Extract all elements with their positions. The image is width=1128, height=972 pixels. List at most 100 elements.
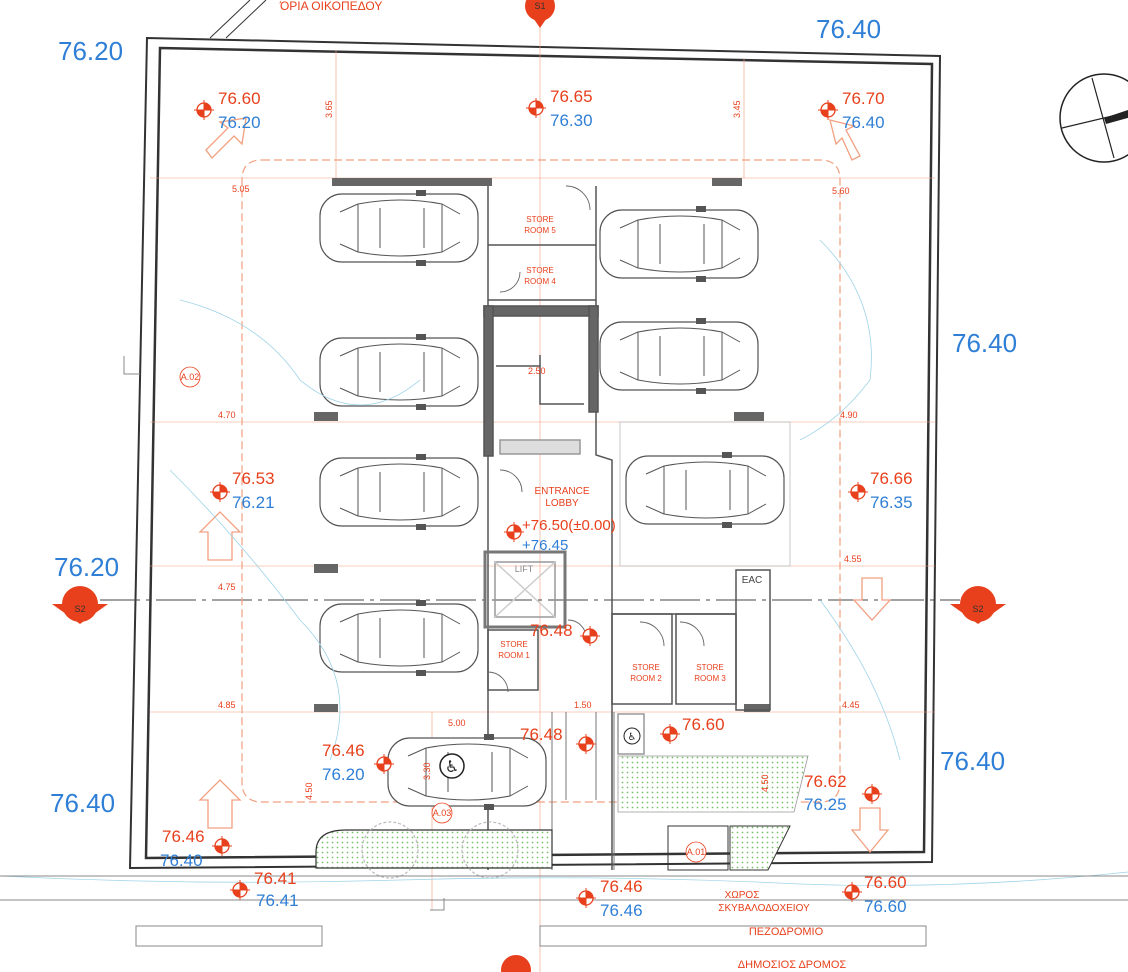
dim-450-right: 4.50 xyxy=(760,774,770,792)
svg-text:76.41: 76.41 xyxy=(254,869,297,888)
sidewalk-label: ΠΕΖΟΔΡΟΜΙΟ xyxy=(749,926,824,938)
svg-text:76.60: 76.60 xyxy=(218,89,261,108)
corner-level-top-left: 76.20 xyxy=(58,36,123,66)
spot-level-8: 76.46 76.40 xyxy=(160,827,233,870)
bin-area-line1: ΧΩΡΟΣ xyxy=(725,890,760,901)
svg-text:76.65: 76.65 xyxy=(550,87,593,106)
svg-text:76.40: 76.40 xyxy=(842,113,885,132)
svg-text:S2: S2 xyxy=(74,604,85,614)
planters xyxy=(315,755,809,879)
store-room-5-b: ROOM 5 xyxy=(524,226,556,235)
svg-text:76.66: 76.66 xyxy=(870,469,913,488)
svg-text:76.60: 76.60 xyxy=(864,897,907,916)
store-room-4-b: ROOM 4 xyxy=(524,277,556,286)
svg-text:♿: ♿ xyxy=(628,732,637,743)
svg-text:76.60: 76.60 xyxy=(682,715,725,734)
spot-level-6: 76.46 76.20 xyxy=(322,741,395,784)
svg-text:♿: ♿ xyxy=(445,757,459,776)
store-room-3-b: ROOM 3 xyxy=(694,674,726,683)
store-room-3-a: STORE xyxy=(696,663,723,672)
svg-text:76.20: 76.20 xyxy=(322,765,365,784)
tag-a01: A.01 xyxy=(685,841,707,863)
terrain-contours xyxy=(0,239,1128,886)
corner-level-mid-left: 76.20 xyxy=(54,552,119,582)
plot-boundary xyxy=(128,0,942,870)
road-label: ΔΗΜΟΣΙΟΣ ΔΡΟΜΟΣ xyxy=(738,959,847,971)
dim-445: 4.45 xyxy=(842,700,860,710)
level-access: 76.60 xyxy=(659,715,725,745)
tag-a02: A.02 xyxy=(179,366,201,388)
core-structure xyxy=(483,185,791,870)
svg-text:A.02: A.02 xyxy=(181,372,200,382)
svg-text:76.46: 76.46 xyxy=(600,877,643,896)
dim-250: 2.50 xyxy=(528,366,546,376)
store-room-5-a: STORE xyxy=(526,215,553,224)
dim-490: 4.90 xyxy=(840,410,858,420)
svg-text:76.41: 76.41 xyxy=(256,891,299,910)
dim-485: 4.85 xyxy=(218,700,236,710)
section-marker-s1-top: S1 xyxy=(525,0,555,28)
dim-365: 3.65 xyxy=(324,100,334,118)
ramp-arrows xyxy=(198,117,892,854)
svg-text:76.48: 76.48 xyxy=(520,725,563,744)
svg-text:76.20: 76.20 xyxy=(218,113,261,132)
svg-text:76.70: 76.70 xyxy=(842,89,885,108)
plot-boundary-label: ΌΡΙΑ ΟΙΚΟΠΕΔΟΥ xyxy=(279,0,382,13)
svg-text:ENTRANCE: ENTRANCE xyxy=(534,486,589,497)
dim-150: 1.50 xyxy=(574,700,592,710)
drive-outline xyxy=(241,159,841,803)
corner-level-right-lower: 76.40 xyxy=(940,746,1005,776)
tag-a03: A.03 xyxy=(431,802,453,824)
corner-level-right-upper: 76.40 xyxy=(952,328,1017,358)
spot-level-2: 76.65 76.30 xyxy=(525,87,593,130)
svg-text:76.30: 76.30 xyxy=(550,111,593,130)
dim-475: 4.75 xyxy=(218,582,236,592)
spot-level-5: 76.66 76.35 xyxy=(847,469,913,512)
svg-text:S1: S1 xyxy=(534,1,545,11)
svg-text:76.53: 76.53 xyxy=(232,469,275,488)
section-marker-s2-left: S2 xyxy=(52,586,108,624)
svg-text:S2: S2 xyxy=(972,604,983,614)
spot-level-9: 76.41 76.41 xyxy=(229,869,299,910)
svg-text:76.60: 76.60 xyxy=(864,873,907,892)
store-room-1-b: ROOM 1 xyxy=(498,651,530,660)
corner-level-bottom-left: 76.40 xyxy=(50,788,115,818)
svg-text:76.62: 76.62 xyxy=(804,772,847,791)
svg-text:A.01: A.01 xyxy=(687,847,706,857)
dim-455: 4.55 xyxy=(844,554,862,564)
store-room-2-b: ROOM 2 xyxy=(630,674,662,683)
svg-text:76.21: 76.21 xyxy=(232,493,275,512)
bin-area-line2: ΣΚΥΒΑΛΟΔΟΧΕΙΟΥ xyxy=(718,903,810,914)
svg-text:+76.45: +76.45 xyxy=(522,537,568,554)
dim-330: 3.30 xyxy=(422,762,432,780)
store-room-2-a: STORE xyxy=(632,663,659,672)
section-marker-s1-bottom xyxy=(501,955,531,972)
svg-text:76.46: 76.46 xyxy=(322,741,365,760)
svg-text:+76.50(±0.00): +76.50(±0.00) xyxy=(522,517,616,534)
spot-level-7: 76.62 76.25 xyxy=(804,772,883,814)
entrance-lobby: ENTRANCE LOBBY +76.50(±0.00) +76.45 xyxy=(503,486,616,554)
dim-450-left: 4.50 xyxy=(304,782,314,800)
store-room-4-a: STORE xyxy=(526,266,553,275)
sidewalk-edges xyxy=(0,356,1128,947)
corner-level-top-right: 76.40 xyxy=(816,14,881,44)
svg-text:76.48: 76.48 xyxy=(530,621,573,640)
store-room-1-a: STORE xyxy=(500,640,527,649)
dim-470: 4.70 xyxy=(218,410,236,420)
spot-level-11: 76.60 76.60 xyxy=(841,873,907,916)
svg-text:76.46: 76.46 xyxy=(162,827,205,846)
dim-560: 5.60 xyxy=(832,186,850,196)
spot-level-3: 76.70 76.40 xyxy=(817,89,885,132)
section-marker-s2-right: S2 xyxy=(950,586,1006,624)
svg-text:76.46: 76.46 xyxy=(600,901,643,920)
spot-level-4: 76.53 76.21 xyxy=(209,469,275,512)
svg-text:76.40: 76.40 xyxy=(160,851,203,870)
dim-345: 3.45 xyxy=(732,100,742,118)
wheelchair-sign-icon: ♿ xyxy=(623,727,641,745)
dim-500: 5.00 xyxy=(448,718,466,728)
svg-text:A.03: A.03 xyxy=(433,808,452,818)
north-arrow-icon xyxy=(1059,73,1128,163)
svg-text:76.35: 76.35 xyxy=(870,493,913,512)
lift-label: LIFT xyxy=(515,564,534,574)
